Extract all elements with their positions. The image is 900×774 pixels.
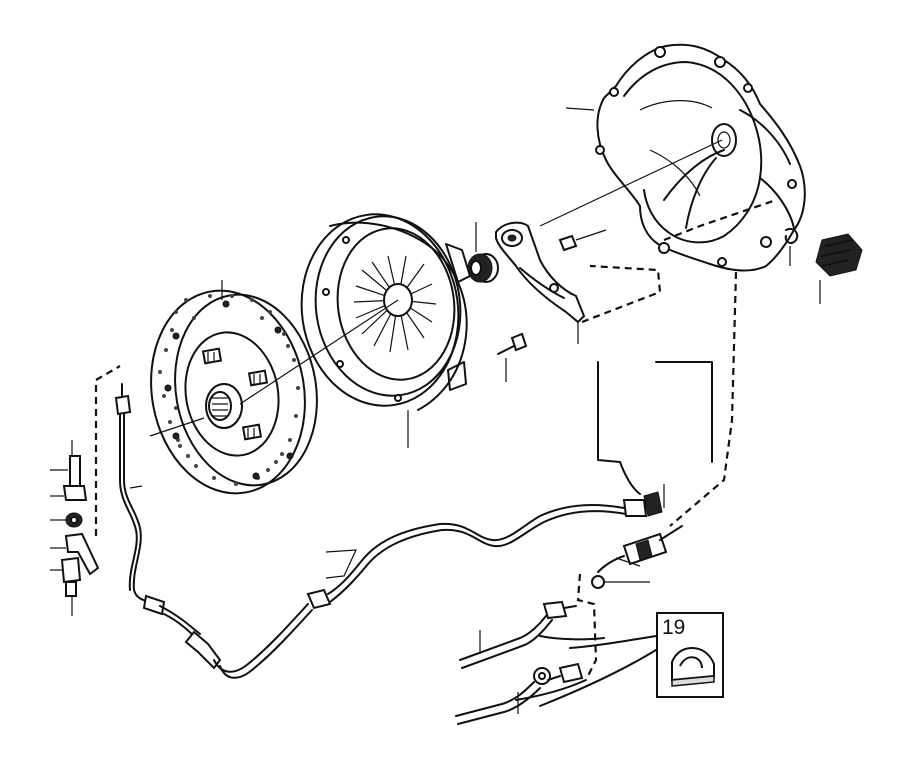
release-fork (495, 139, 723, 344)
fork-dash-outline (581, 264, 662, 324)
housing-sensor (815, 233, 863, 304)
housing-dash-line (669, 271, 738, 527)
pressure-plate-bolt (497, 332, 528, 382)
mounting-bracket (50, 440, 100, 616)
slave-dash-line (576, 573, 598, 677)
pipe-leader (325, 549, 357, 579)
damper-springs (201, 347, 269, 441)
callout-number: 19 (662, 616, 686, 639)
pivot-stud (558, 229, 607, 252)
housing-clip (784, 228, 799, 266)
pipe-fitting-top (114, 383, 143, 489)
housing-dash-line-2 (663, 198, 777, 242)
clutch-disc (149, 280, 399, 495)
slave-cylinder (591, 525, 683, 589)
callout-leader-1 (569, 635, 657, 649)
lower-hoses (455, 600, 605, 725)
friction-texture (158, 294, 300, 486)
bell-housing (565, 43, 806, 272)
hydraulic-pipe (119, 407, 665, 679)
splined-hub (205, 383, 243, 429)
connector-frame (597, 361, 713, 495)
pressure-plate (300, 213, 471, 448)
detail-callout-box: 19 (656, 612, 724, 698)
diaphragm-spring (353, 255, 437, 353)
release-bearing (467, 222, 499, 283)
callout-leader-2 (539, 649, 657, 707)
bracket-dash-line (94, 365, 121, 536)
clip-part-icon (671, 646, 715, 687)
